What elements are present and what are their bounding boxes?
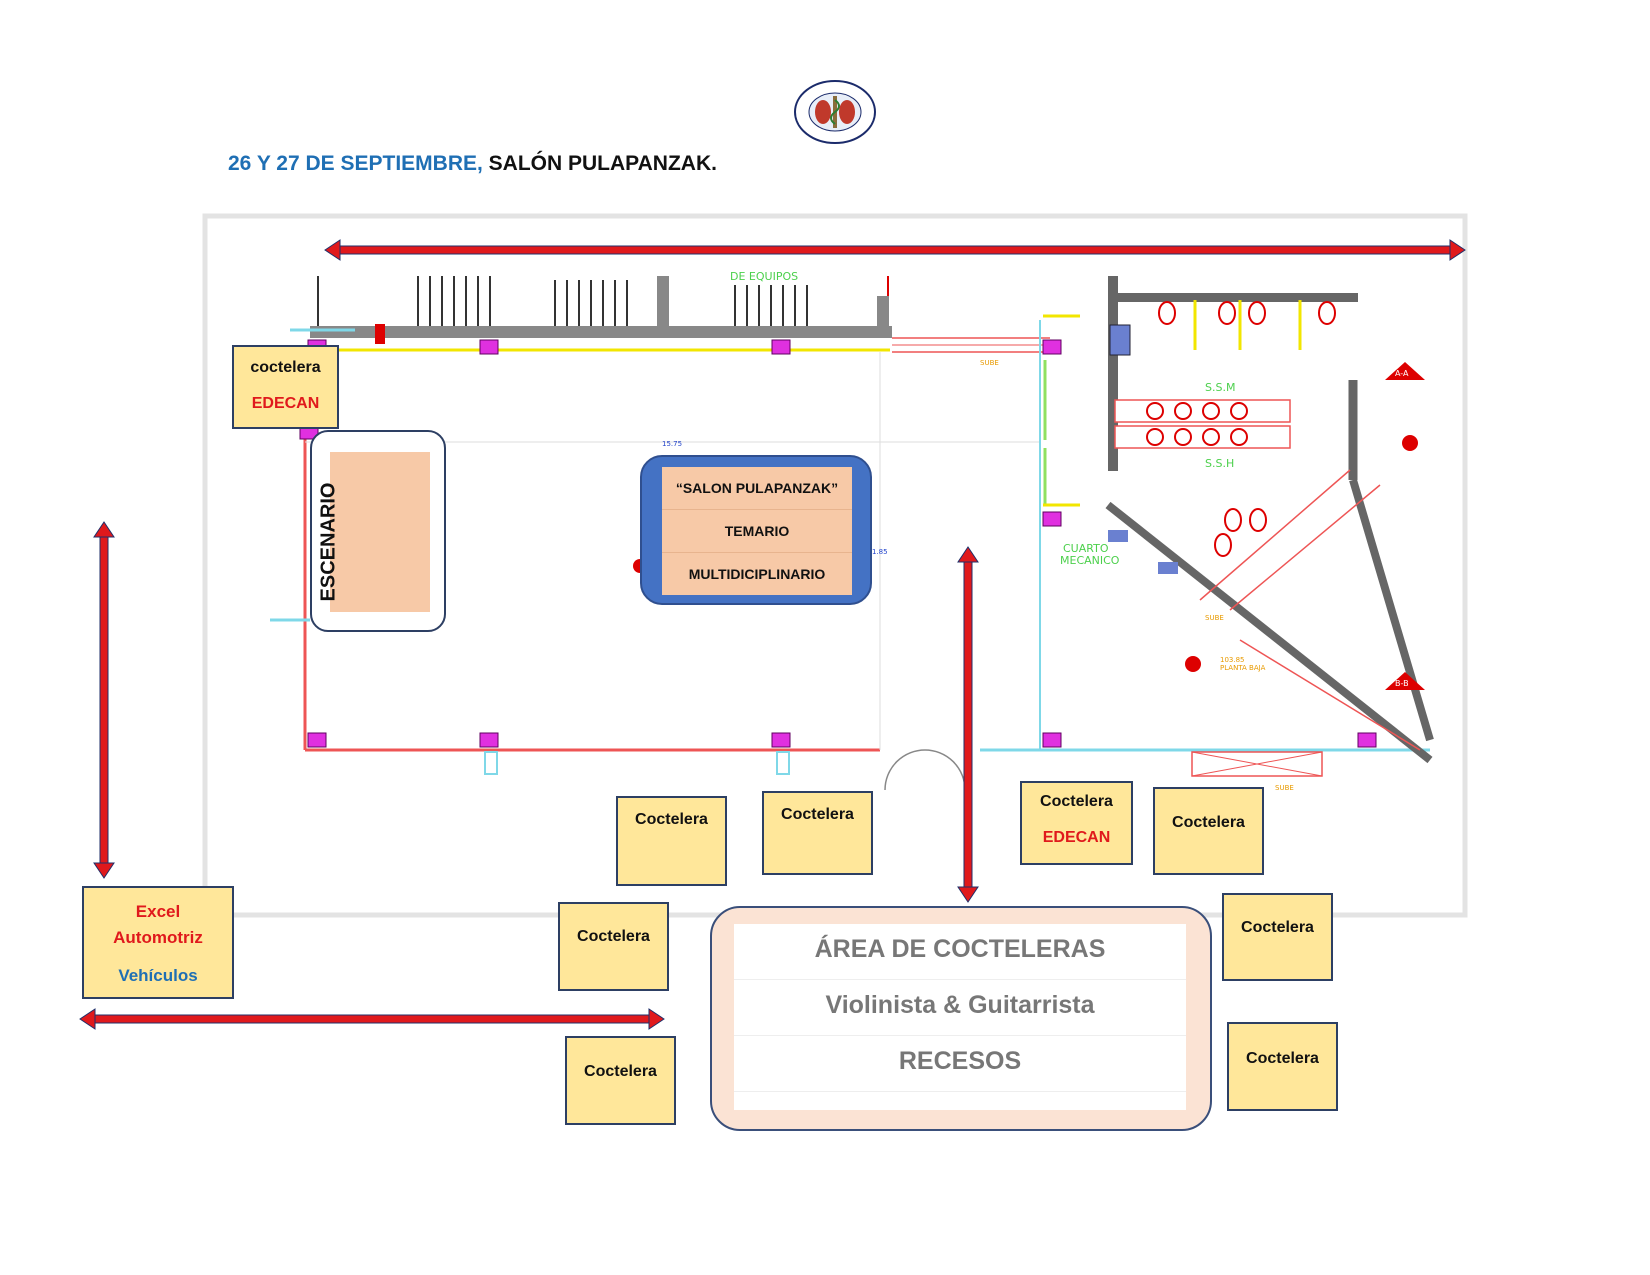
arrow-left-vertical: [93, 521, 115, 879]
arrow-center-vertical: [957, 546, 979, 903]
ssh-label: S.S.H: [1205, 457, 1234, 470]
event-venue: SALÓN PULAPANZAK.: [482, 152, 717, 175]
sube-label-1: SUBE: [980, 359, 999, 367]
station-coctelera-edecan: Coctelera EDECAN: [1020, 781, 1133, 865]
wall-hatching: [317, 276, 808, 326]
area-title: ÁREA DE COCTELERAS: [734, 924, 1186, 980]
station-label: Coctelera: [635, 811, 708, 828]
arrow-top: [324, 239, 1466, 261]
nivel-label: 103.85: [1220, 656, 1245, 664]
mecanico-label: MECANICO: [1060, 554, 1120, 567]
vehiculos-label: Vehículos: [118, 966, 198, 985]
station-coctelera-5: Coctelera: [565, 1036, 676, 1125]
station-coctelera-3: Coctelera: [1153, 787, 1264, 875]
station-label: Coctelera: [1246, 1050, 1319, 1067]
stage-area: ESCENARIO: [310, 430, 446, 632]
station-label: Coctelera: [1172, 814, 1245, 831]
station-coctelera-edecan-top-left: coctelera EDECAN: [232, 345, 339, 429]
association-logo: [794, 80, 876, 144]
planta-baja-label: PLANTA BAJA: [1220, 664, 1266, 672]
stage-label: ESCENARIO: [317, 482, 340, 602]
column-markers: [299, 339, 1377, 748]
salon-multidisciplinario: MULTIDICIPLINARIO: [688, 566, 826, 582]
stage-platform: [330, 452, 430, 612]
edecan-label: EDECAN: [1042, 829, 1111, 846]
salon-temario: TEMARIO: [662, 510, 852, 553]
excel-label: Excel: [135, 902, 181, 921]
salon-center-box: “SALON PULAPANZAK” TEMARIO MULTIDICIPLIN…: [640, 455, 872, 605]
dimension-label-1: 15.75: [662, 440, 682, 448]
flow-arrows: [79, 239, 1466, 1030]
station-label: Coctelera: [781, 806, 854, 823]
event-date: 26 Y 27 DE SEPTIEMBRE,: [228, 152, 483, 175]
station-label: coctelera: [250, 359, 321, 376]
edecan-label: EDECAN: [251, 395, 320, 412]
station-label: Coctelera: [1241, 919, 1314, 936]
area-music: Violinista & Guitarrista: [734, 980, 1186, 1036]
sube-label-3: SUBE: [1275, 784, 1294, 792]
station-coctelera-6: Coctelera: [1222, 893, 1333, 981]
station-excel-automotriz: Excel Automotriz Vehículos: [82, 886, 234, 999]
station-coctelera-1: Coctelera: [616, 796, 727, 886]
sube-label-2: SUBE: [1205, 614, 1224, 622]
station-label: Coctelera: [584, 1063, 657, 1080]
arrow-bottom: [79, 1008, 665, 1030]
station-label: Coctelera: [1040, 793, 1113, 810]
ssm-label: S.S.M: [1205, 381, 1235, 394]
dimension-label-2: 1.85: [872, 548, 888, 556]
page-title: 26 Y 27 DE SEPTIEMBRE, SALÓN PULAPANZAK.: [228, 152, 717, 176]
automotriz-label: Automotriz: [113, 928, 203, 947]
north-wall: [310, 326, 892, 338]
salon-name: “SALON PULAPANZAK”: [662, 467, 852, 510]
cuarto-label: CUARTO: [1063, 542, 1109, 555]
station-label: Coctelera: [577, 928, 650, 945]
station-coctelera-2: Coctelera: [762, 791, 873, 875]
section-aa-label: A-A: [1395, 369, 1409, 378]
station-coctelera-4: Coctelera: [558, 902, 669, 991]
area-recesos: RECESOS: [734, 1036, 1186, 1092]
station-coctelera-7: Coctelera: [1227, 1022, 1338, 1111]
equipos-label: DE EQUIPOS: [730, 270, 798, 283]
section-bb-label: B-B: [1395, 679, 1409, 688]
cocktail-area-box: ÁREA DE COCTELERAS Violinista & Guitarri…: [710, 906, 1212, 1131]
